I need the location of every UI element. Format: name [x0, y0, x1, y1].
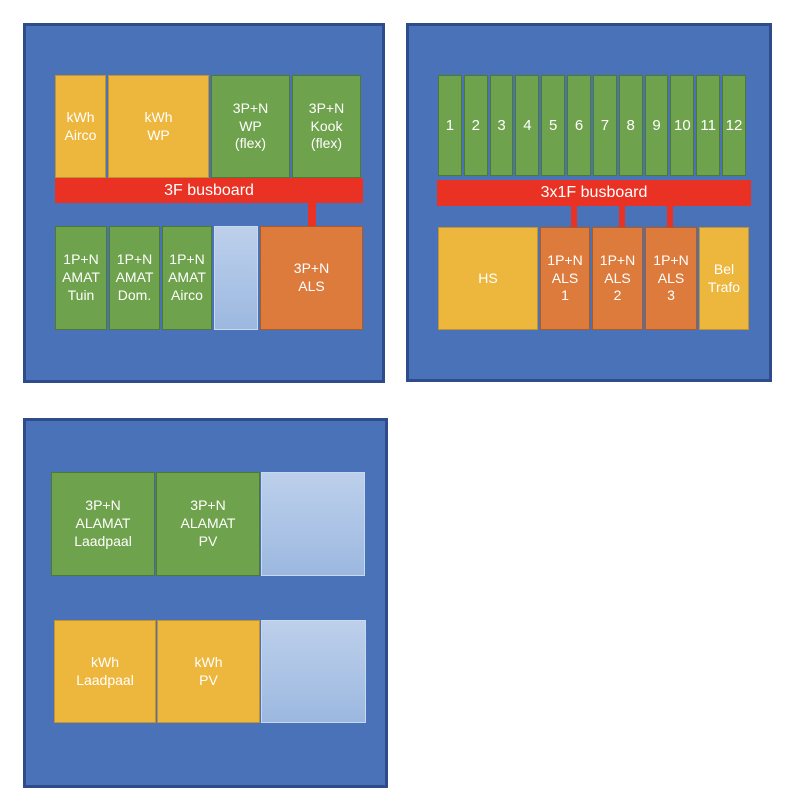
block-als-2: 1P+N ALS 2: [592, 227, 643, 330]
circuit-slot-12: 12: [722, 75, 746, 176]
distribution-panel-main: kWh Airco kWh WP 3P+N WP (flex) 3P+N Koo…: [23, 23, 385, 383]
circuit-slot-10: 10: [670, 75, 695, 176]
distribution-panel-groups: 1 2 3 4 5 6 7 8 9 10 11 12 3x1F busboard…: [406, 23, 772, 382]
block-als-3pn: 3P+N ALS: [260, 226, 363, 330]
spare-slot: [261, 472, 365, 576]
circuit-slot-8: 8: [618, 75, 643, 176]
busboard-connector-1: [571, 204, 577, 229]
busboard-3f: 3F busboard: [55, 178, 363, 203]
block-wp-flex: 3P+N WP (flex): [211, 75, 290, 178]
circuit-slot-7: 7: [592, 75, 617, 176]
block-kwh-pv: kWh PV: [157, 620, 260, 723]
block-als-3: 1P+N ALS 3: [645, 227, 697, 330]
circuit-slot-3: 3: [489, 75, 514, 176]
block-amat-tuin: 1P+N AMAT Tuin: [55, 226, 107, 330]
circuit-slot-11: 11: [696, 75, 721, 176]
block-amat-dom: 1P+N AMAT Dom.: [109, 226, 160, 330]
block-kwh-wp: kWh WP: [108, 75, 209, 178]
block-bel-trafo: Bel Trafo: [699, 227, 749, 330]
block-amat-airco: 1P+N AMAT Airco: [162, 226, 212, 330]
circuit-slot-4: 4: [515, 75, 540, 176]
panel1-top-row: kWh Airco kWh WP 3P+N WP (flex) 3P+N Koo…: [55, 75, 361, 178]
circuit-slot-9: 9: [644, 75, 669, 176]
busboard-connector-3: [667, 204, 673, 229]
circuit-slot-5: 5: [541, 75, 566, 176]
block-kook-flex: 3P+N Kook (flex): [292, 75, 361, 178]
circuit-slot-6: 6: [567, 75, 591, 176]
spare-slot: [261, 620, 366, 723]
panel3-bottom-row: kWh Laadpaal kWh PV: [54, 620, 366, 723]
panel2-bottom-row: HS 1P+N ALS 1 1P+N ALS 2 1P+N ALS 3 Bel …: [438, 227, 749, 330]
block-kwh-laadpaal: kWh Laadpaal: [54, 620, 156, 723]
circuit-slot-2: 2: [463, 75, 488, 176]
panel1-bottom-row: 1P+N AMAT Tuin 1P+N AMAT Dom. 1P+N AMAT …: [55, 226, 363, 330]
block-alamat-laadpaal: 3P+N ALAMAT Laadpaal: [51, 472, 155, 576]
block-hs: HS: [438, 227, 538, 330]
block-alamat-pv: 3P+N ALAMAT PV: [156, 472, 260, 576]
block-als-1: 1P+N ALS 1: [540, 227, 590, 330]
circuit-slot-1: 1: [438, 75, 462, 176]
spare-slot: [214, 226, 258, 330]
busboard-connector: [308, 196, 316, 228]
distribution-panel-alamat: 3P+N ALAMAT Laadpaal 3P+N ALAMAT PV kWh …: [23, 418, 388, 788]
busboard-3x1f: 3x1F busboard: [437, 180, 751, 206]
panel2-slot-strip: 1 2 3 4 5 6 7 8 9 10 11 12: [438, 75, 746, 176]
block-kwh-airco: kWh Airco: [55, 75, 106, 178]
panel3-top-row: 3P+N ALAMAT Laadpaal 3P+N ALAMAT PV: [51, 472, 365, 576]
busboard-connector-2: [619, 204, 625, 229]
